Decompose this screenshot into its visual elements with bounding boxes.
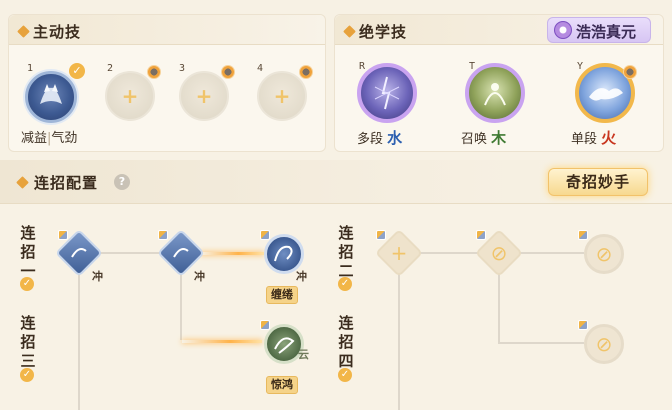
active-connector-line [200,252,264,255]
combo-config-panel: 连招配置 ? 奇招妙手 连招一 ✓ 连招三 ✓ 连招二 ✓ 连招四 ✓ 冲 冲 … [0,160,672,410]
add-icon: + [195,84,213,108]
equipped-check-icon: ✓ [69,63,85,79]
lock-icon [623,65,637,79]
combo-1-node-2[interactable] [156,228,206,278]
active-skill-slot-4[interactable]: + [257,71,307,121]
ultimate-skills-title: 绝学技 [359,23,408,41]
ultimate-skills-panel: 绝学技 浩浩真元 R 多段 水 T 召唤 木 Y 单段 火 [334,14,664,152]
combo-2-node-4[interactable]: ⊘ [584,324,624,364]
combo-3-label: 连招三 [20,314,36,371]
slot-1-subtype: 气劲 [51,131,78,146]
node-type-icon [476,230,486,240]
node-type-icon [260,320,270,330]
lock-icon [147,65,161,79]
node-type-icon [158,230,168,240]
beast-figure-icon [589,88,623,101]
connector-line [498,270,500,342]
combo-config-title: 连招配置 [34,174,99,192]
fox-skill-icon [40,84,62,104]
active-skill-slot-1[interactable] [25,71,77,123]
slash-icon [71,248,87,258]
lightning-figure-icon [374,76,400,110]
combo-4-check-icon: ✓ [338,368,352,382]
slot-number: 3 [179,63,186,74]
connector-line [498,342,584,344]
combo-1-text: 连招一 [20,224,36,280]
hotkey-label: R [359,61,366,72]
node-rush-char: 冲 [92,270,103,283]
combo-1-node-3[interactable] [264,234,304,274]
true-essence-badge[interactable]: 浩浩真元 [547,17,651,43]
active-skills-header [9,15,325,45]
hotkey-label: T [469,61,476,72]
combo-1-label: 连招一 [20,224,36,281]
add-icon: + [390,241,408,265]
ultimate-r-label: 多段 水 [357,127,402,148]
combo-2-check-icon: ✓ [338,277,352,291]
ultimate-skill-r[interactable] [357,63,417,123]
lock-icon [221,65,235,79]
connector-line [514,252,584,254]
ultimate-t-type: 召唤 [461,132,488,147]
combo-1-node-4[interactable] [264,324,304,364]
water-element: 水 [387,129,403,147]
swirl-icon [554,21,572,39]
lock-icon [299,65,313,79]
crane-strike-icon [274,337,295,354]
ultimate-t-label: 召唤 木 [461,127,506,148]
slot-1-label: 减益|气劲 [21,131,78,146]
node-rush-char: 冲 [194,270,205,283]
add-icon: + [273,84,291,108]
combo-2-text: 连招二 [338,224,354,280]
active-connector-line [182,340,262,343]
slot-number: 4 [257,63,264,74]
combo-1-node-1[interactable] [54,228,104,278]
node-cloud-char: 云 [298,348,309,361]
help-icon[interactable]: ? [114,174,130,190]
node-type-icon [58,230,68,240]
connector-line [398,270,400,410]
active-skill-slot-3[interactable]: + [179,71,229,121]
swirl-strike-icon [274,245,293,262]
node-type-icon [578,320,588,330]
connector-line [96,252,160,254]
active-skills-panel: 主动技 1 ✓ 减益|气劲 2 + 3 + 4 + [8,14,326,152]
combo-3-text: 连招三 [20,314,36,370]
combo-4-label: 连招四 [338,314,354,371]
add-icon: + [121,84,139,108]
true-essence-label: 浩浩真元 [576,23,637,41]
blocked-icon: ⊘ [595,242,613,266]
ultimate-y-label: 单段 火 [571,127,616,148]
blocked-icon: ⊘ [490,241,508,265]
combo-3-check-icon: ✓ [20,368,34,382]
active-skills-title: 主动技 [33,23,82,41]
node-type-icon [376,230,386,240]
active-skill-slot-2[interactable]: + [105,71,155,121]
fire-element: 火 [601,129,617,147]
hotkey-label: Y [577,61,584,72]
jinghong-tag: 惊鸿 [266,376,298,394]
summon-figure-icon [484,83,506,106]
connector-line [414,252,484,254]
ultimate-y-type: 单段 [571,132,598,147]
ultimate-r-type: 多段 [357,132,384,147]
blocked-icon: ⊘ [595,332,613,356]
slot-number: 2 [107,63,114,74]
ultimate-skill-t[interactable] [465,63,525,123]
chanjuan-tag: 缠绻 [266,286,298,304]
slot-1-type: 减益 [21,131,48,146]
combo-4-text: 连招四 [338,314,354,370]
combo-2-label: 连招二 [338,224,354,281]
connector-line [180,270,182,340]
node-rush-char: 冲 [296,270,307,283]
node-type-icon [260,230,270,240]
connector-line [78,270,80,410]
special-move-button[interactable]: 奇招妙手 [548,168,648,196]
combo-1-check-icon: ✓ [20,277,34,291]
node-type-icon [578,230,588,240]
wood-element: 木 [491,129,507,147]
combo-2-node-3[interactable]: ⊘ [584,234,624,274]
slot-number: 1 [27,63,34,74]
slash-icon [173,248,189,258]
